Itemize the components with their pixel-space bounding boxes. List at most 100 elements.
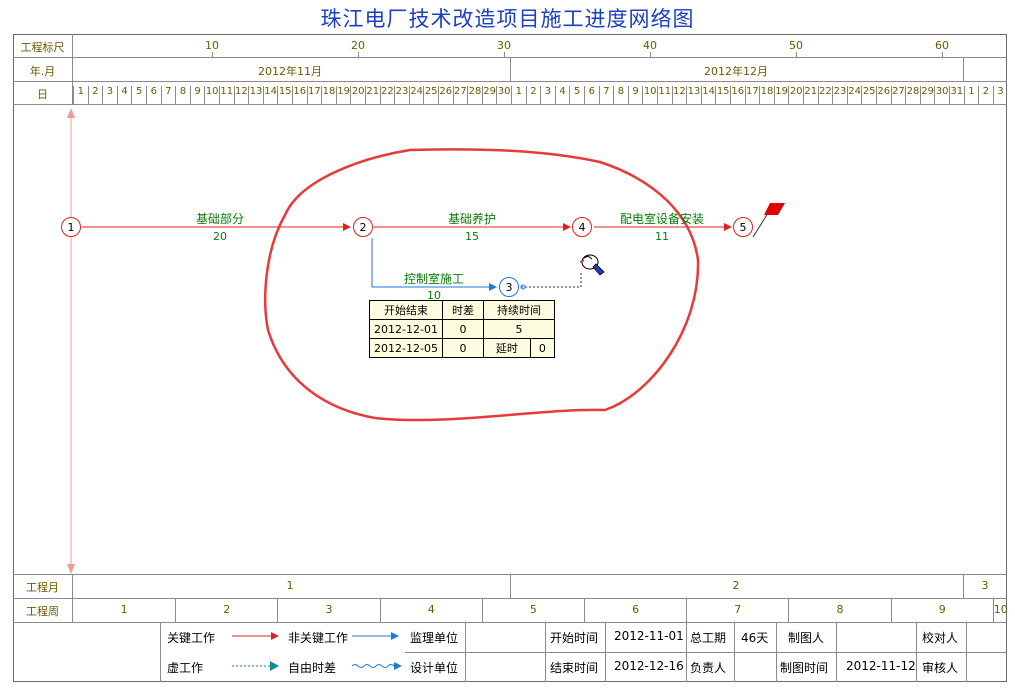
day-cell: 15 bbox=[277, 86, 292, 104]
popup-delay: 0 bbox=[529, 338, 556, 358]
day-cell: 25 bbox=[861, 86, 876, 104]
divider bbox=[836, 622, 837, 682]
day-cell: 20 bbox=[788, 86, 803, 104]
hand-pointer-icon bbox=[579, 254, 605, 276]
divider bbox=[13, 622, 1007, 623]
owner-label: 负责人 bbox=[690, 661, 727, 675]
divider bbox=[686, 622, 687, 682]
project-month-label: 工程月 bbox=[26, 581, 59, 594]
float-dot bbox=[520, 284, 526, 290]
day-cell: 20 bbox=[350, 86, 365, 104]
activity-name[interactable]: 控制室施工 bbox=[403, 272, 464, 286]
divider bbox=[734, 622, 735, 682]
day-cell: 11 bbox=[657, 86, 672, 104]
day-cell: 12 bbox=[233, 86, 249, 104]
activity-name[interactable]: 基础养护 bbox=[447, 212, 496, 226]
week-cell: 2 bbox=[175, 598, 277, 622]
week-cell: 10 bbox=[992, 598, 1008, 622]
node-2[interactable]: 2 bbox=[353, 217, 373, 237]
node-3[interactable]: 3 bbox=[499, 277, 519, 297]
legend-noncritical-label: 非关键工作 bbox=[288, 631, 349, 645]
day-cell: 5 bbox=[569, 86, 584, 104]
day-cell: 29 bbox=[919, 86, 935, 104]
divider bbox=[465, 622, 466, 682]
scale-tick-mark bbox=[650, 52, 651, 57]
day-cell: 2 bbox=[978, 86, 993, 104]
flag-icon bbox=[764, 203, 785, 215]
scale-tick-mark bbox=[796, 52, 797, 57]
day-cell: 23 bbox=[394, 86, 409, 104]
day-cell: 30 bbox=[934, 86, 949, 104]
scale-tick: 30 bbox=[497, 39, 511, 52]
scale-tick: 50 bbox=[789, 39, 803, 52]
node-4[interactable]: 4 bbox=[572, 217, 592, 237]
axis-arrow-up bbox=[67, 108, 75, 118]
day-cell: 14 bbox=[700, 86, 716, 104]
axis-arrow-down bbox=[67, 564, 75, 574]
divider bbox=[545, 622, 546, 682]
day-cell: 12 bbox=[671, 86, 687, 104]
free-float-line bbox=[521, 272, 582, 288]
divider bbox=[916, 622, 917, 682]
divider bbox=[605, 622, 606, 682]
divider bbox=[13, 81, 1007, 82]
start-time-label: 开始时间 bbox=[550, 631, 599, 645]
checker-label: 校对人 bbox=[922, 631, 959, 645]
node-1[interactable]: 1 bbox=[61, 217, 81, 237]
activity-info-popup: 开始结束 时差 持续时间 2012-12-01 0 5 2012-12-05 0… bbox=[369, 300, 556, 358]
day-cell: 27 bbox=[452, 86, 468, 104]
day-cell: 26 bbox=[876, 86, 891, 104]
reviewer-label: 审核人 bbox=[922, 661, 959, 675]
day-cell: 16 bbox=[730, 86, 745, 104]
legend-free-float-arrowhead bbox=[394, 662, 402, 670]
page-title: 珠江电厂技术改造项目施工进度网络图 bbox=[320, 7, 695, 31]
popup-header: 开始结束 bbox=[369, 300, 443, 320]
day-cell: 21 bbox=[803, 86, 818, 104]
day-cell: 27 bbox=[890, 86, 906, 104]
popup-float: 0 bbox=[442, 319, 484, 339]
day-cell: 10 bbox=[642, 86, 657, 104]
popup-header: 持续时间 bbox=[483, 300, 555, 320]
activity-name[interactable]: 基础部分 bbox=[195, 212, 244, 226]
day-cell: 31 bbox=[949, 86, 964, 104]
activity-name[interactable]: 配电室设备安装 bbox=[619, 212, 704, 226]
divider bbox=[510, 574, 511, 598]
month-label: 2012年11月 bbox=[258, 65, 322, 78]
week-cell: 4 bbox=[379, 598, 482, 622]
popup-duration: 5 bbox=[483, 319, 555, 339]
day-cell: 26 bbox=[438, 86, 453, 104]
day-cell: 4 bbox=[554, 86, 570, 104]
divider bbox=[160, 622, 161, 682]
popup-start-date: 2012-12-01 bbox=[369, 319, 443, 339]
day-cell: 17 bbox=[744, 86, 760, 104]
day-cell: 17 bbox=[306, 86, 322, 104]
start-time-value: 2012-11-01 bbox=[614, 629, 684, 643]
activity-duration: 15 bbox=[465, 230, 479, 243]
divider bbox=[966, 622, 967, 682]
day-cell: 9 bbox=[189, 86, 205, 104]
activity-duration: 10 bbox=[427, 289, 441, 302]
day-cell: 30 bbox=[496, 86, 511, 104]
day-cell: 6 bbox=[584, 86, 599, 104]
supervisor-label: 监理单位 bbox=[410, 631, 459, 645]
scale-tick-mark bbox=[942, 52, 943, 57]
day-cell: 4 bbox=[116, 86, 132, 104]
end-time-label: 结束时间 bbox=[550, 661, 599, 675]
drafter-label: 制图人 bbox=[788, 631, 825, 645]
popup-delay-label: 延时 bbox=[483, 338, 531, 358]
day-cell: 11 bbox=[219, 86, 234, 104]
day-cell: 22 bbox=[379, 86, 395, 104]
day-cell: 28 bbox=[905, 86, 920, 104]
day-cell: 14 bbox=[262, 86, 278, 104]
divider bbox=[510, 57, 511, 81]
day-cell: 1 bbox=[963, 86, 979, 104]
day-cell: 5 bbox=[131, 86, 146, 104]
day-cell: 24 bbox=[846, 86, 862, 104]
node-5[interactable]: 5 bbox=[733, 217, 753, 237]
day-cell: 3 bbox=[540, 86, 555, 104]
divider bbox=[72, 34, 73, 105]
day-cell: 22 bbox=[817, 86, 833, 104]
month-label: 2012年12月 bbox=[704, 65, 768, 78]
day-cell: 7 bbox=[598, 86, 614, 104]
